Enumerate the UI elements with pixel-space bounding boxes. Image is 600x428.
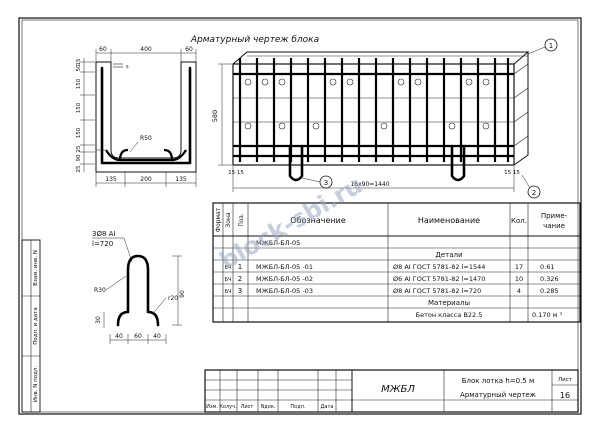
hook-label-2: l=720 (92, 240, 113, 248)
hook-label-1: 3Ø8 AI (92, 230, 116, 238)
cross-section-view: 60 400 60 s R50 15 50 150 150 150 (76, 46, 197, 187)
row3-designation: МЖБЛ-БЛ-05 -02 (256, 275, 313, 283)
dim-left-50: 50 (76, 64, 82, 71)
row2-designation: МЖБЛ-БЛ-05 -01 (256, 263, 313, 271)
drawing-title: Арматурный чертеж блока (190, 35, 319, 45)
side-stamps: Взам. инв. N Подп. и дата Инв. N подл. (21, 239, 41, 413)
dim-left-25a: 25 (76, 145, 82, 152)
dim-bottom-135a: 135 (105, 176, 117, 183)
hook-r30: R30 (94, 287, 106, 294)
dim-left-150a: 150 (76, 78, 82, 89)
tb-sheet-label: Лист (558, 377, 573, 383)
tb-col-podp: Подп. (290, 404, 306, 410)
outer-frame (18, 17, 582, 415)
th-format: Формат (215, 207, 222, 232)
dim-bottom-right-15: 15 15 (504, 170, 520, 176)
row4-note: 0.285 (540, 287, 559, 295)
hook-d40a: 40 (115, 333, 123, 340)
row4-qty: 4 (517, 287, 521, 295)
th-note-1: Приме- (541, 212, 568, 220)
th-zone: Зона (225, 212, 232, 227)
row5-name: Материалы (428, 299, 470, 307)
th-note-2: чание (543, 222, 565, 230)
dim-left-150b: 150 (76, 102, 82, 113)
tb-name-1: Блок лотка h=0.5 м (462, 377, 535, 385)
label-r50: R50 (140, 135, 152, 142)
dim-top-400: 400 (140, 46, 152, 53)
dim-left-15: 15 (76, 58, 82, 65)
dim-bottom-135b: 135 (175, 176, 187, 183)
tb-col-list: Лист (241, 404, 254, 410)
tb-col-ndok: Nдок. (261, 404, 276, 410)
callout-2 (527, 185, 541, 199)
hook-r20: r20 (168, 295, 178, 302)
callout-3 (319, 175, 333, 189)
row0-designation: МЖБЛ-БЛ-05 (256, 239, 300, 247)
spec-table: Формат Зона Поз. Обозначение Наименовани… (212, 202, 581, 323)
tb-col-koluch: Колуч. (219, 404, 237, 410)
title-block: Изм. Колуч. Лист Nдок. Подп. Дата МЖБЛ Б… (204, 369, 579, 413)
hook-detail: 3Ø8 AI l=720 R30 r20 90 30 40 60 40 (92, 230, 186, 344)
row2-note: 0.61 (540, 263, 554, 271)
stamp-replacement-inv: Взам. инв. N (33, 250, 39, 286)
hook-d60: 60 (134, 333, 142, 340)
dim-bottom-1440: 16x90=1440 (350, 181, 389, 188)
th-pos: Поз. (238, 213, 245, 226)
row6-note: 0.170 м ³ (532, 311, 563, 319)
tb-name-2: Арматурный чертеж (460, 391, 537, 399)
hook-d90: 90 (179, 290, 186, 298)
stamp-sign-date: Подп. и дата (33, 307, 39, 344)
dim-bottom-left-15: 15 15 (228, 170, 244, 176)
row2-fmt: БЧ (225, 265, 232, 271)
row3-note: 0.326 (540, 275, 559, 283)
dim-height-580: 580 (211, 110, 219, 122)
row4-designation: МЖБЛ-БЛ-05 -03 (256, 287, 313, 295)
dim-top-60b: 60 (185, 46, 193, 53)
row3-pos: 2 (238, 275, 242, 283)
row4-name: Ø8 AI ГОСТ 5781-82 l=720 (393, 287, 481, 295)
row4-pos: 3 (238, 287, 242, 295)
dim-bottom-200: 200 (140, 176, 152, 183)
row4-fmt: БЧ (225, 289, 232, 295)
stamp-inv-original: Инв. N подл. (33, 366, 39, 403)
hook-d40b: 40 (153, 333, 161, 340)
dim-left-150c: 150 (76, 127, 82, 138)
row3-qty: 10 (515, 275, 523, 283)
callout-3-label: 3 (324, 179, 328, 187)
row6-name: Бетон класса В22.5 (416, 311, 483, 319)
row1-name: Детали (435, 251, 462, 259)
row2-pos: 1 (238, 263, 242, 271)
row3-fmt: БЧ (225, 277, 232, 283)
callout-2-label: 2 (532, 189, 536, 197)
tb-sheet-number: 16 (560, 391, 570, 400)
rebar-u (100, 66, 192, 165)
dim-left-25b: 25 (76, 165, 82, 172)
callout-1 (544, 38, 558, 52)
row2-qty: 17 (515, 263, 523, 271)
tb-col-izm: Изм. (206, 404, 218, 410)
row2-name: Ø8 AI ГОСТ 5781-82 l=1544 (393, 263, 485, 271)
label-s: s (126, 64, 129, 70)
mesh-elevation-view: 580 16x90=1440 15 15 15 15 1 2 3 (211, 38, 558, 199)
hook-d30: 30 (95, 316, 102, 324)
dim-top-60a: 60 (99, 46, 107, 53)
th-qty: Кол. (511, 217, 527, 225)
row3-name: Ø6 AI ГОСТ 5781-82 l=1470 (393, 275, 485, 283)
tb-code: МЖБЛ (381, 384, 415, 395)
dim-left-90: 90 (76, 154, 82, 161)
th-designation: Обозначение (290, 216, 346, 225)
tb-col-data: Дата (321, 404, 334, 410)
callout-1-label: 1 (549, 42, 553, 50)
th-name: Наименование (418, 216, 480, 225)
